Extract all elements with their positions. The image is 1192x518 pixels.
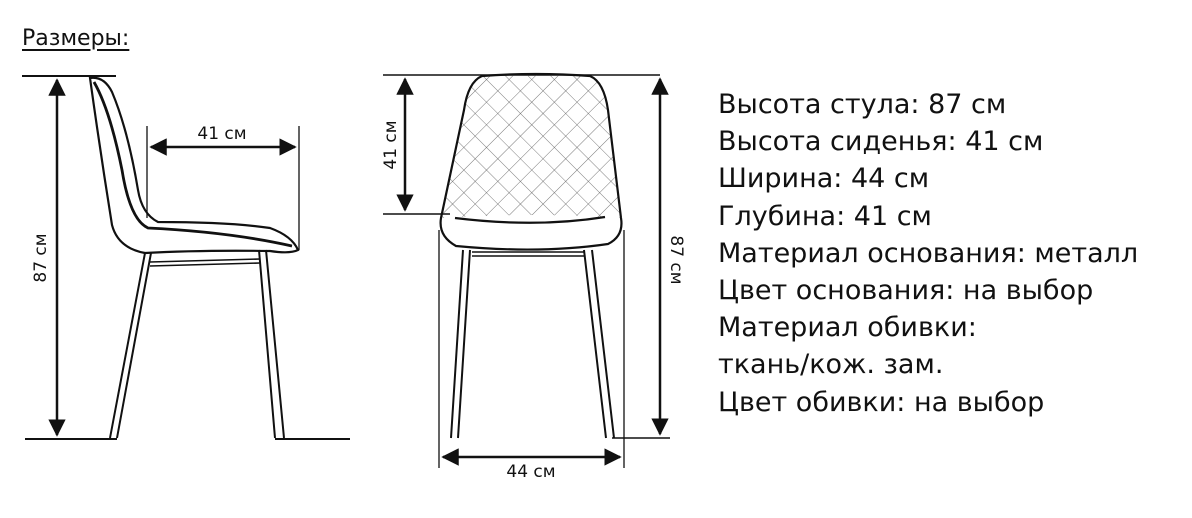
spec-line: Глубина: 41 см: [718, 200, 932, 232]
rear-leg: [109, 252, 152, 439]
chair-back-outline: [439, 72, 623, 251]
spec-line: Материал обивки:: [718, 312, 977, 344]
left-leg: [450, 249, 471, 439]
right-leg: [583, 249, 615, 439]
spec-line: Цвет основания: на выбор: [718, 275, 1094, 307]
front-back-height-label: 41 см: [381, 120, 401, 169]
spec-line: Цвет обивки: на выбор: [718, 386, 1045, 418]
spec-line: Ширина: 44 см: [718, 163, 930, 195]
front-leg: [258, 249, 285, 439]
spec-line: Высота стула: 87 см: [718, 89, 1007, 120]
spec-line: Высота сиденья: 41 см: [718, 126, 1044, 158]
specifications-list: Высота стула: 87 см Высота сиденья: 41 с…: [718, 86, 1138, 421]
crossbar: [149, 258, 261, 267]
seat-shell-inner: [92, 81, 293, 248]
section-title: Размеры:: [22, 26, 130, 51]
side-view-chair: [22, 75, 350, 440]
spec-line: ткань/кож. зам.: [718, 349, 944, 381]
spec-line: Материал основания: металл: [718, 237, 1139, 269]
side-height-label: 87 см: [31, 233, 51, 282]
front-width-label: 44 см: [506, 462, 555, 482]
quilted-pattern: [441, 74, 621, 218]
front-view-chair: [383, 72, 670, 468]
front-height-label: 87 см: [666, 235, 686, 284]
seat-front-edge: [454, 215, 606, 224]
crossbar: [472, 251, 584, 257]
side-depth-label: 41 см: [197, 124, 246, 144]
seat-shell-outer: [88, 76, 300, 255]
